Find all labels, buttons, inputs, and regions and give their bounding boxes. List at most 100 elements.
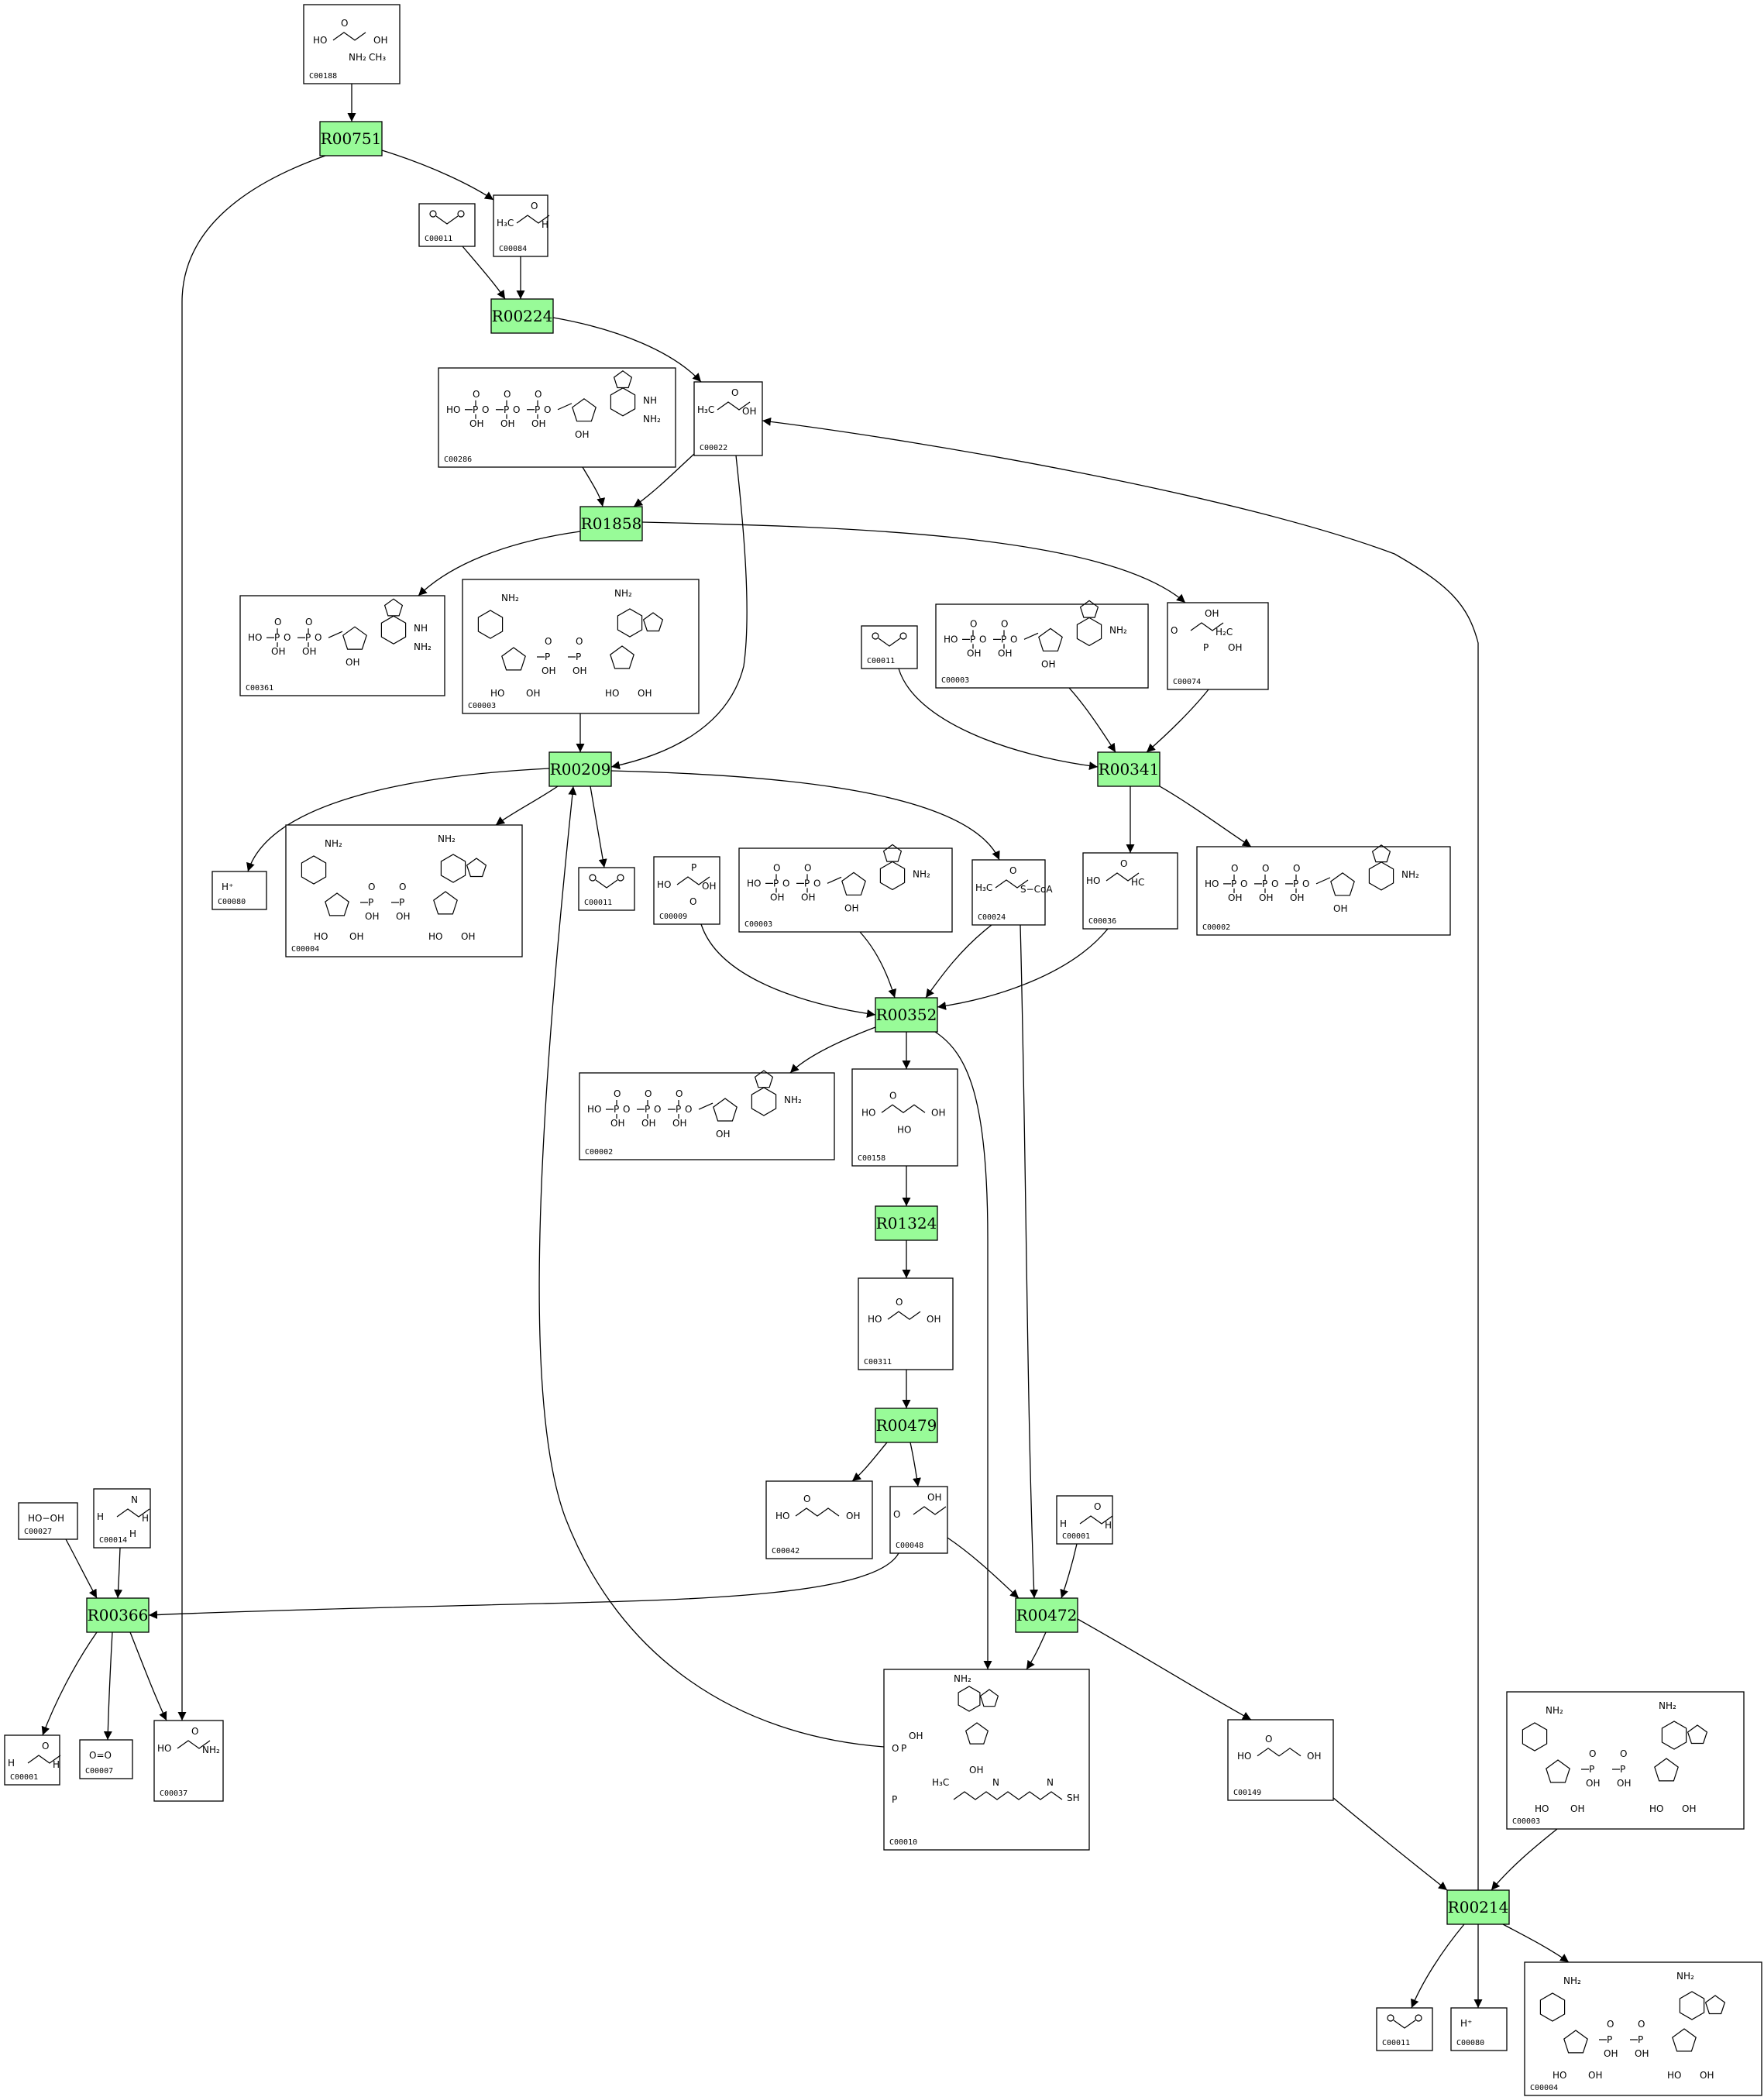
reaction-box[interactable] — [1446, 1889, 1510, 1925]
oxygen-atom — [617, 874, 624, 882]
reaction-box[interactable] — [1097, 751, 1161, 787]
compound-box[interactable] — [418, 203, 476, 247]
compound-box[interactable] — [211, 871, 267, 910]
compound-box[interactable] — [578, 867, 635, 911]
compound-box[interactable] — [861, 625, 918, 669]
reaction-R00341[interactable]: R00341 — [1097, 751, 1161, 787]
hydroxyl-label: OH — [909, 1731, 923, 1741]
compound-box[interactable] — [79, 1739, 133, 1779]
reaction-box[interactable] — [490, 298, 554, 334]
reaction-box[interactable] — [86, 1597, 150, 1633]
reaction-box[interactable] — [875, 1408, 938, 1443]
compound-box[interactable] — [579, 1072, 835, 1160]
ring-bond — [1679, 1991, 1705, 2020]
compound-box[interactable] — [1227, 1719, 1334, 1801]
compound-box[interactable] — [1196, 846, 1451, 936]
reaction-R00224[interactable]: R00224 — [490, 298, 554, 334]
compound-box[interactable] — [239, 595, 445, 696]
compound-C00011[interactable]: C00011 — [1376, 2007, 1433, 2051]
reaction-R00209[interactable]: R00209 — [548, 751, 612, 787]
compound-box[interactable] — [462, 579, 700, 714]
compound-box[interactable] — [303, 4, 401, 84]
compound-C00080[interactable]: H⁺C00080 — [1450, 2007, 1508, 2051]
amine-label: NH₂ — [1546, 1705, 1563, 1716]
reaction-box[interactable] — [579, 506, 643, 541]
compound-box[interactable] — [18, 1502, 78, 1540]
compound-box[interactable] — [693, 381, 763, 456]
reaction-R00214[interactable]: R00214 — [1446, 1889, 1510, 1925]
reaction-box[interactable] — [319, 121, 383, 156]
atom-label: H — [97, 1511, 104, 1522]
compound-box[interactable] — [883, 1669, 1090, 1851]
structure-drawing: O=O — [89, 1750, 112, 1761]
reaction-box[interactable] — [875, 997, 938, 1033]
compound-box[interactable] — [93, 1488, 151, 1549]
compound-box[interactable] — [1524, 1961, 1762, 2096]
compound-box[interactable] — [1376, 2007, 1433, 2051]
reaction-box[interactable] — [548, 751, 612, 787]
compound-C00011[interactable]: C00011 — [418, 203, 476, 247]
compound-box[interactable] — [1506, 1691, 1745, 1830]
compound-box[interactable] — [889, 1486, 948, 1554]
compound-box[interactable] — [438, 367, 676, 468]
reaction-R00366[interactable]: R00366 — [86, 1597, 150, 1633]
reaction-R00472[interactable]: R00472 — [1015, 1597, 1078, 1633]
compound-box[interactable] — [1450, 2007, 1508, 2051]
reaction-R01858[interactable]: R01858 — [579, 506, 643, 541]
compound-box[interactable] — [851, 1068, 958, 1167]
compound-box[interactable] — [971, 859, 1046, 926]
compound-box[interactable] — [858, 1277, 954, 1370]
reaction-R00352[interactable]: R00352 — [875, 997, 938, 1033]
compound-box[interactable] — [1167, 602, 1269, 690]
compound-box[interactable] — [653, 856, 720, 925]
reaction-box[interactable] — [1015, 1597, 1078, 1633]
compound-box[interactable] — [153, 1720, 224, 1802]
reaction-box[interactable] — [875, 1205, 938, 1241]
compound-C00080[interactable]: H⁺C00080 — [211, 871, 267, 910]
oxygen-label: O — [1302, 878, 1309, 889]
compound-box[interactable] — [765, 1480, 873, 1559]
compound-box[interactable] — [738, 847, 953, 933]
compound-C00011[interactable]: C00011 — [578, 867, 635, 911]
compound-box[interactable] — [1082, 852, 1178, 930]
compound-box[interactable] — [285, 824, 523, 957]
compound-box[interactable] — [493, 194, 548, 257]
reaction-R00479[interactable]: R00479 — [875, 1408, 938, 1443]
atom-label: HO — [944, 634, 958, 645]
reaction-R01324[interactable]: R01324 — [875, 1205, 938, 1241]
edge-R00751-n29 — [177, 155, 326, 1721]
chain-bond — [1315, 877, 1331, 885]
reaction-R00751[interactable]: R00751 — [319, 121, 383, 156]
ring-bond — [751, 1087, 777, 1116]
compound-C00011[interactable]: C00011 — [861, 625, 918, 669]
